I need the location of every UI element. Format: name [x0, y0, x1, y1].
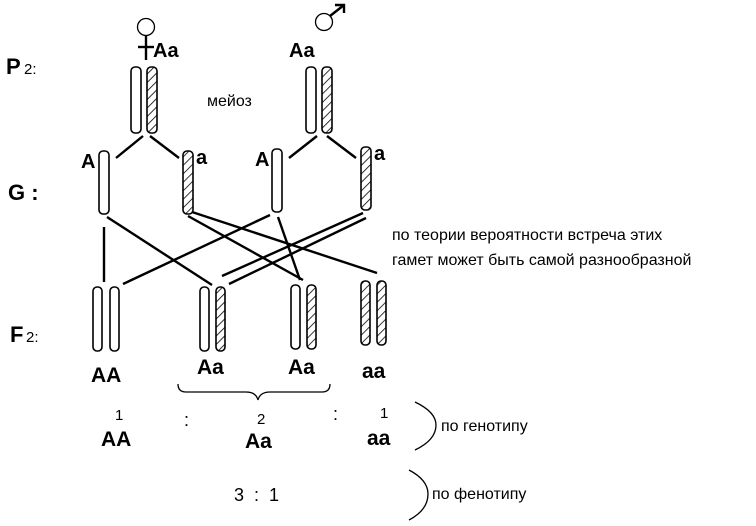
ratio-type-2: Aa [245, 430, 272, 453]
gamete-chromosome-1 [98, 150, 110, 215]
female-symbol-icon [136, 17, 156, 60]
row-label-g: G : [8, 180, 39, 205]
offspring-genotype-1: AA [91, 364, 121, 387]
offspring-3-chromosome-b [306, 284, 317, 350]
phenotype-bracket [408, 469, 429, 521]
gamete-label-2: a [196, 147, 208, 169]
gamete-chromosome-2 [182, 150, 194, 215]
male-chromosome-a-small [321, 66, 333, 134]
ratio-sep-2: : [333, 404, 338, 424]
offspring-genotype-2: Aa [197, 356, 224, 379]
offspring-4-chromosome-b [376, 280, 387, 346]
phenotype-label: по фенотипу [432, 486, 526, 503]
offspring-genotype-4: aa [362, 360, 386, 383]
gamete-label-3: A [255, 149, 269, 171]
male-symbol-icon [314, 3, 346, 32]
heterozygote-brace [177, 383, 331, 401]
ratio-count-2: 2 [257, 411, 265, 428]
note-line-2: гамет может быть самой разнообразной [392, 252, 691, 269]
row-label-f: F [10, 322, 23, 347]
row-label-p-sub: 2: [24, 61, 37, 78]
female-genotype: Aa [153, 40, 179, 62]
ratio-type-1: AA [101, 428, 131, 451]
male-genotype: Aa [289, 40, 315, 62]
ratio-count-3: 1 [380, 405, 388, 422]
male-chromosome-a-big [305, 66, 317, 134]
offspring-4-chromosome-a [360, 280, 371, 346]
offspring-1-chromosome-b [109, 286, 120, 352]
meiosis-label: мейоз [207, 93, 252, 110]
offspring-genotype-3: Aa [288, 356, 315, 379]
phenotype-ratio: 3 : 1 [234, 485, 279, 505]
genotype-label: по генотипу [441, 418, 528, 435]
gamete-chromosome-3 [271, 148, 283, 213]
note-line-1: по теории вероятности встреча этих [392, 227, 662, 244]
offspring-2-chromosome-b [215, 286, 226, 352]
row-label-p: P [6, 54, 21, 79]
gamete-label-1: A [81, 151, 95, 173]
gamete-label-4: a [374, 143, 386, 165]
genotype-bracket [414, 401, 437, 451]
female-chromosome-a-small [146, 66, 158, 134]
ratio-count-1: 1 [115, 407, 123, 424]
row-label-f-sub: 2: [26, 329, 39, 346]
female-chromosome-a-big [130, 66, 142, 134]
gamete-chromosome-4 [360, 146, 372, 211]
offspring-1-chromosome-a [92, 286, 103, 352]
offspring-2-chromosome-a [199, 286, 210, 352]
offspring-3-chromosome-a [290, 284, 301, 350]
ratio-sep-1: : [184, 410, 189, 430]
ratio-type-3: aa [367, 427, 391, 450]
